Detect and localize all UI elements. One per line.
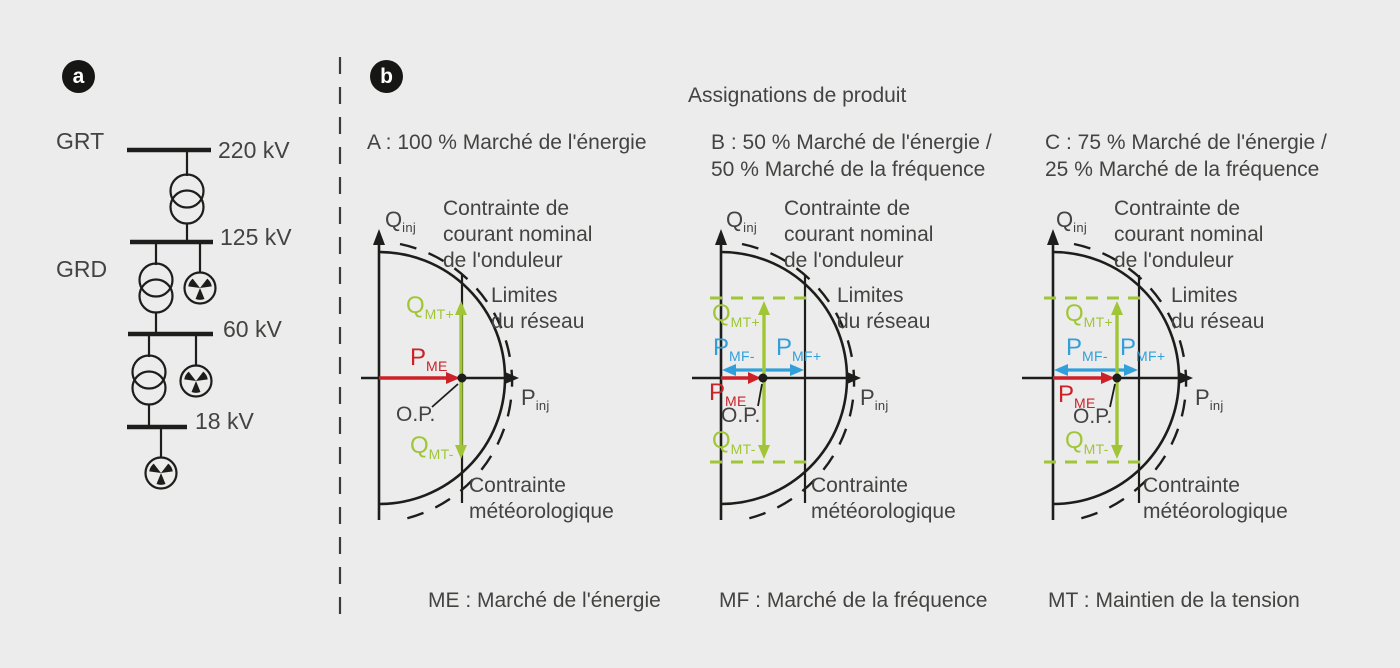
legend-voltage-support: MT : Maintien de la tension [1048, 589, 1300, 612]
op-pointer-line [1109, 383, 1116, 408]
p-mf-plus-label-c: P MF+ [1120, 334, 1166, 364]
p-mf-minus-label-b: P MF- [713, 334, 755, 364]
p-axis-arrowhead-icon [505, 372, 519, 384]
p-axis-arrowhead-icon [1179, 372, 1193, 384]
operating-point [1112, 373, 1122, 383]
pq-chart-b [692, 229, 861, 522]
p-me-label-b: P ME [709, 379, 747, 409]
p-mf-plus-arrowhead-icon [790, 364, 804, 376]
grid-one-line-diagram [127, 147, 217, 490]
p-me-arrowhead-icon [748, 372, 761, 384]
voltage-label-60kv: 60 kV [223, 316, 282, 342]
p-mf-plus-label-b: P MF+ [776, 334, 822, 364]
voltage-label-220kv: 220 kV [218, 137, 290, 163]
q-mt-plus-arrowhead-icon [1111, 301, 1123, 315]
grid-limits-label-a: Limites du réseau [491, 284, 585, 333]
p-axis-label-a: P inj [521, 385, 550, 413]
wind-turbine-60kv-icon [179, 364, 213, 398]
scenario-c-header-line: C : 75 % Marché de l'énergie / [1045, 131, 1327, 154]
inverter-constraint-label-b: Contrainte de courant nominal de l'ondul… [784, 197, 934, 272]
inverter-current-limit-arc [741, 242, 856, 522]
panel-b-badge: b [370, 60, 403, 93]
q-mt-plus-label-b: Q MT+ [712, 300, 760, 330]
op-pointer-line [757, 383, 763, 407]
transformer-220-125 [169, 173, 205, 225]
op-label-b: O.P. [721, 404, 761, 427]
legend-frequency-market: MF : Marché de la fréquence [719, 589, 988, 612]
wind-turbine-125kv-icon [183, 271, 217, 305]
q-axis-label-a: Q inj [385, 207, 417, 235]
p-mf-minus-arrowhead-icon [1054, 364, 1068, 376]
panel-b-title: Assignations de produit [688, 84, 907, 107]
panel-b-badge-letter: b [380, 64, 393, 88]
scenario-a-header: A : 100 % Marché de l'énergie [367, 129, 647, 156]
p-me-label-c: P ME [1058, 381, 1096, 411]
operating-point [758, 373, 768, 383]
p-me-arrowhead-icon [446, 372, 460, 384]
scenario-a-header-line: A : 100 % Marché de l'énergie [367, 131, 647, 154]
q-axis-label-b: Q inj [726, 207, 758, 235]
q-mt-plus-arrowhead-icon [455, 301, 467, 315]
pq-chart-c [1022, 229, 1193, 522]
scenario-b-header-line: B : 50 % Marché de l'énergie / [711, 131, 992, 154]
q-mt-plus-label-c: Q MT+ [1065, 300, 1113, 330]
scenario-c-header: C : 75 % Marché de l'énergie / 25 % Marc… [1045, 129, 1327, 183]
panel-a-badge: a [62, 60, 95, 93]
voltage-label-125kv: 125 kV [220, 224, 292, 250]
q-mt-minus-arrowhead-icon [758, 445, 770, 459]
p-me-label-a: P ME [410, 344, 448, 374]
scenario-b-header: B : 50 % Marché de l'énergie / 50 % Marc… [711, 129, 992, 183]
dso-label: GRD [56, 256, 108, 282]
panel-a-badge-letter: a [72, 64, 85, 88]
weather-constraint-label-b: Contrainte météorologique [811, 474, 956, 523]
inverter-current-limit-arc [1073, 242, 1188, 522]
q-axis-arrowhead-icon [1047, 229, 1059, 245]
transformer-60-18 [131, 354, 167, 406]
wind-turbine-18kv-icon [144, 456, 178, 490]
q-mt-minus-arrowhead-icon [455, 445, 467, 459]
p-axis-arrowhead-icon [847, 372, 861, 384]
q-mt-minus-label-b: Q MT- [712, 427, 756, 457]
panel-separator [338, 57, 342, 615]
legend-energy-market: ME : Marché de l'énergie [428, 589, 661, 612]
scenario-b-header-line: 50 % Marché de la fréquence [711, 158, 986, 181]
q-mt-plus-arrowhead-icon [758, 301, 770, 315]
transformer-125-60 [138, 262, 174, 314]
inverter-constraint-label-a: Contrainte de courant nominal de l'ondul… [443, 197, 593, 272]
pq-chart-a [361, 229, 519, 522]
grid-limits-label-c: Limites du réseau [1171, 284, 1265, 333]
p-mf-plus-arrowhead-icon [1124, 364, 1138, 376]
q-axis-label-c: Q inj [1056, 207, 1088, 235]
q-mt-minus-label-c: Q MT- [1065, 427, 1109, 457]
grid-limits-label-b: Limites du réseau [837, 284, 931, 333]
p-mf-minus-arrowhead-icon [722, 364, 736, 376]
p-mf-minus-label-c: P MF- [1066, 334, 1108, 364]
p-me-arrowhead-icon [1101, 372, 1115, 384]
inverter-constraint-label-c: Contrainte de courant nominal de l'ondul… [1114, 197, 1264, 272]
voltage-label-18kv: 18 kV [195, 408, 254, 434]
q-mt-minus-label-a: Q MT- [410, 432, 454, 462]
p-axis-label-c: P inj [1195, 385, 1224, 413]
scenario-c-header-line: 25 % Marché de la fréquence [1045, 158, 1320, 181]
q-mt-plus-label-a: Q MT+ [406, 292, 454, 322]
q-mt-minus-arrowhead-icon [1111, 445, 1123, 459]
op-label-c: O.P. [1073, 405, 1113, 428]
op-label-a: O.P. [396, 403, 436, 426]
p-axis-label-b: P inj [860, 385, 889, 413]
weather-constraint-label-a: Contrainte météorologique [469, 474, 614, 523]
inverter-current-limit-arc [399, 242, 514, 522]
op-pointer-line [431, 383, 459, 408]
tso-label: GRT [56, 128, 105, 154]
q-axis-arrowhead-icon [715, 229, 727, 245]
q-axis-arrowhead-icon [373, 229, 385, 245]
operating-point [457, 373, 467, 383]
weather-constraint-label-c: Contrainte météorologique [1143, 474, 1288, 523]
